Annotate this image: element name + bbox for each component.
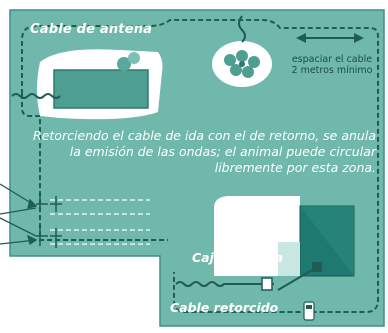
house-icon	[214, 196, 355, 277]
transmitter-box-label: Caja emisora	[192, 250, 284, 265]
pointer-lines	[0, 183, 38, 246]
twisted-cable	[175, 281, 274, 287]
shrubs-icon	[212, 41, 272, 87]
transmitter-icon	[277, 262, 322, 291]
plug-icon	[261, 277, 273, 291]
spacing-note-line1: espaciar el cable	[291, 54, 373, 65]
zone-markers	[36, 194, 62, 248]
spacing-note-line2: 2 metros mínimo	[291, 65, 373, 76]
zone-dashed-lines	[50, 199, 150, 245]
spacing-note: espaciar el cable 2 metros mínimo	[282, 54, 382, 76]
double-arrow-icon	[296, 33, 364, 43]
antenna-cable-label: Cable de antena	[30, 22, 153, 37]
twisted-cable-left	[11, 93, 61, 99]
antenna-cable-lower	[21, 94, 168, 241]
pool-icon	[37, 49, 163, 120]
cable-twist-top	[238, 15, 246, 43]
twisted-cable-label: Cable retorcido	[170, 300, 279, 315]
description-text: Retorciendo el cable de ida con el de re…	[33, 128, 376, 175]
car-icon	[303, 301, 315, 321]
antenna-cable-loop	[21, 19, 379, 313]
